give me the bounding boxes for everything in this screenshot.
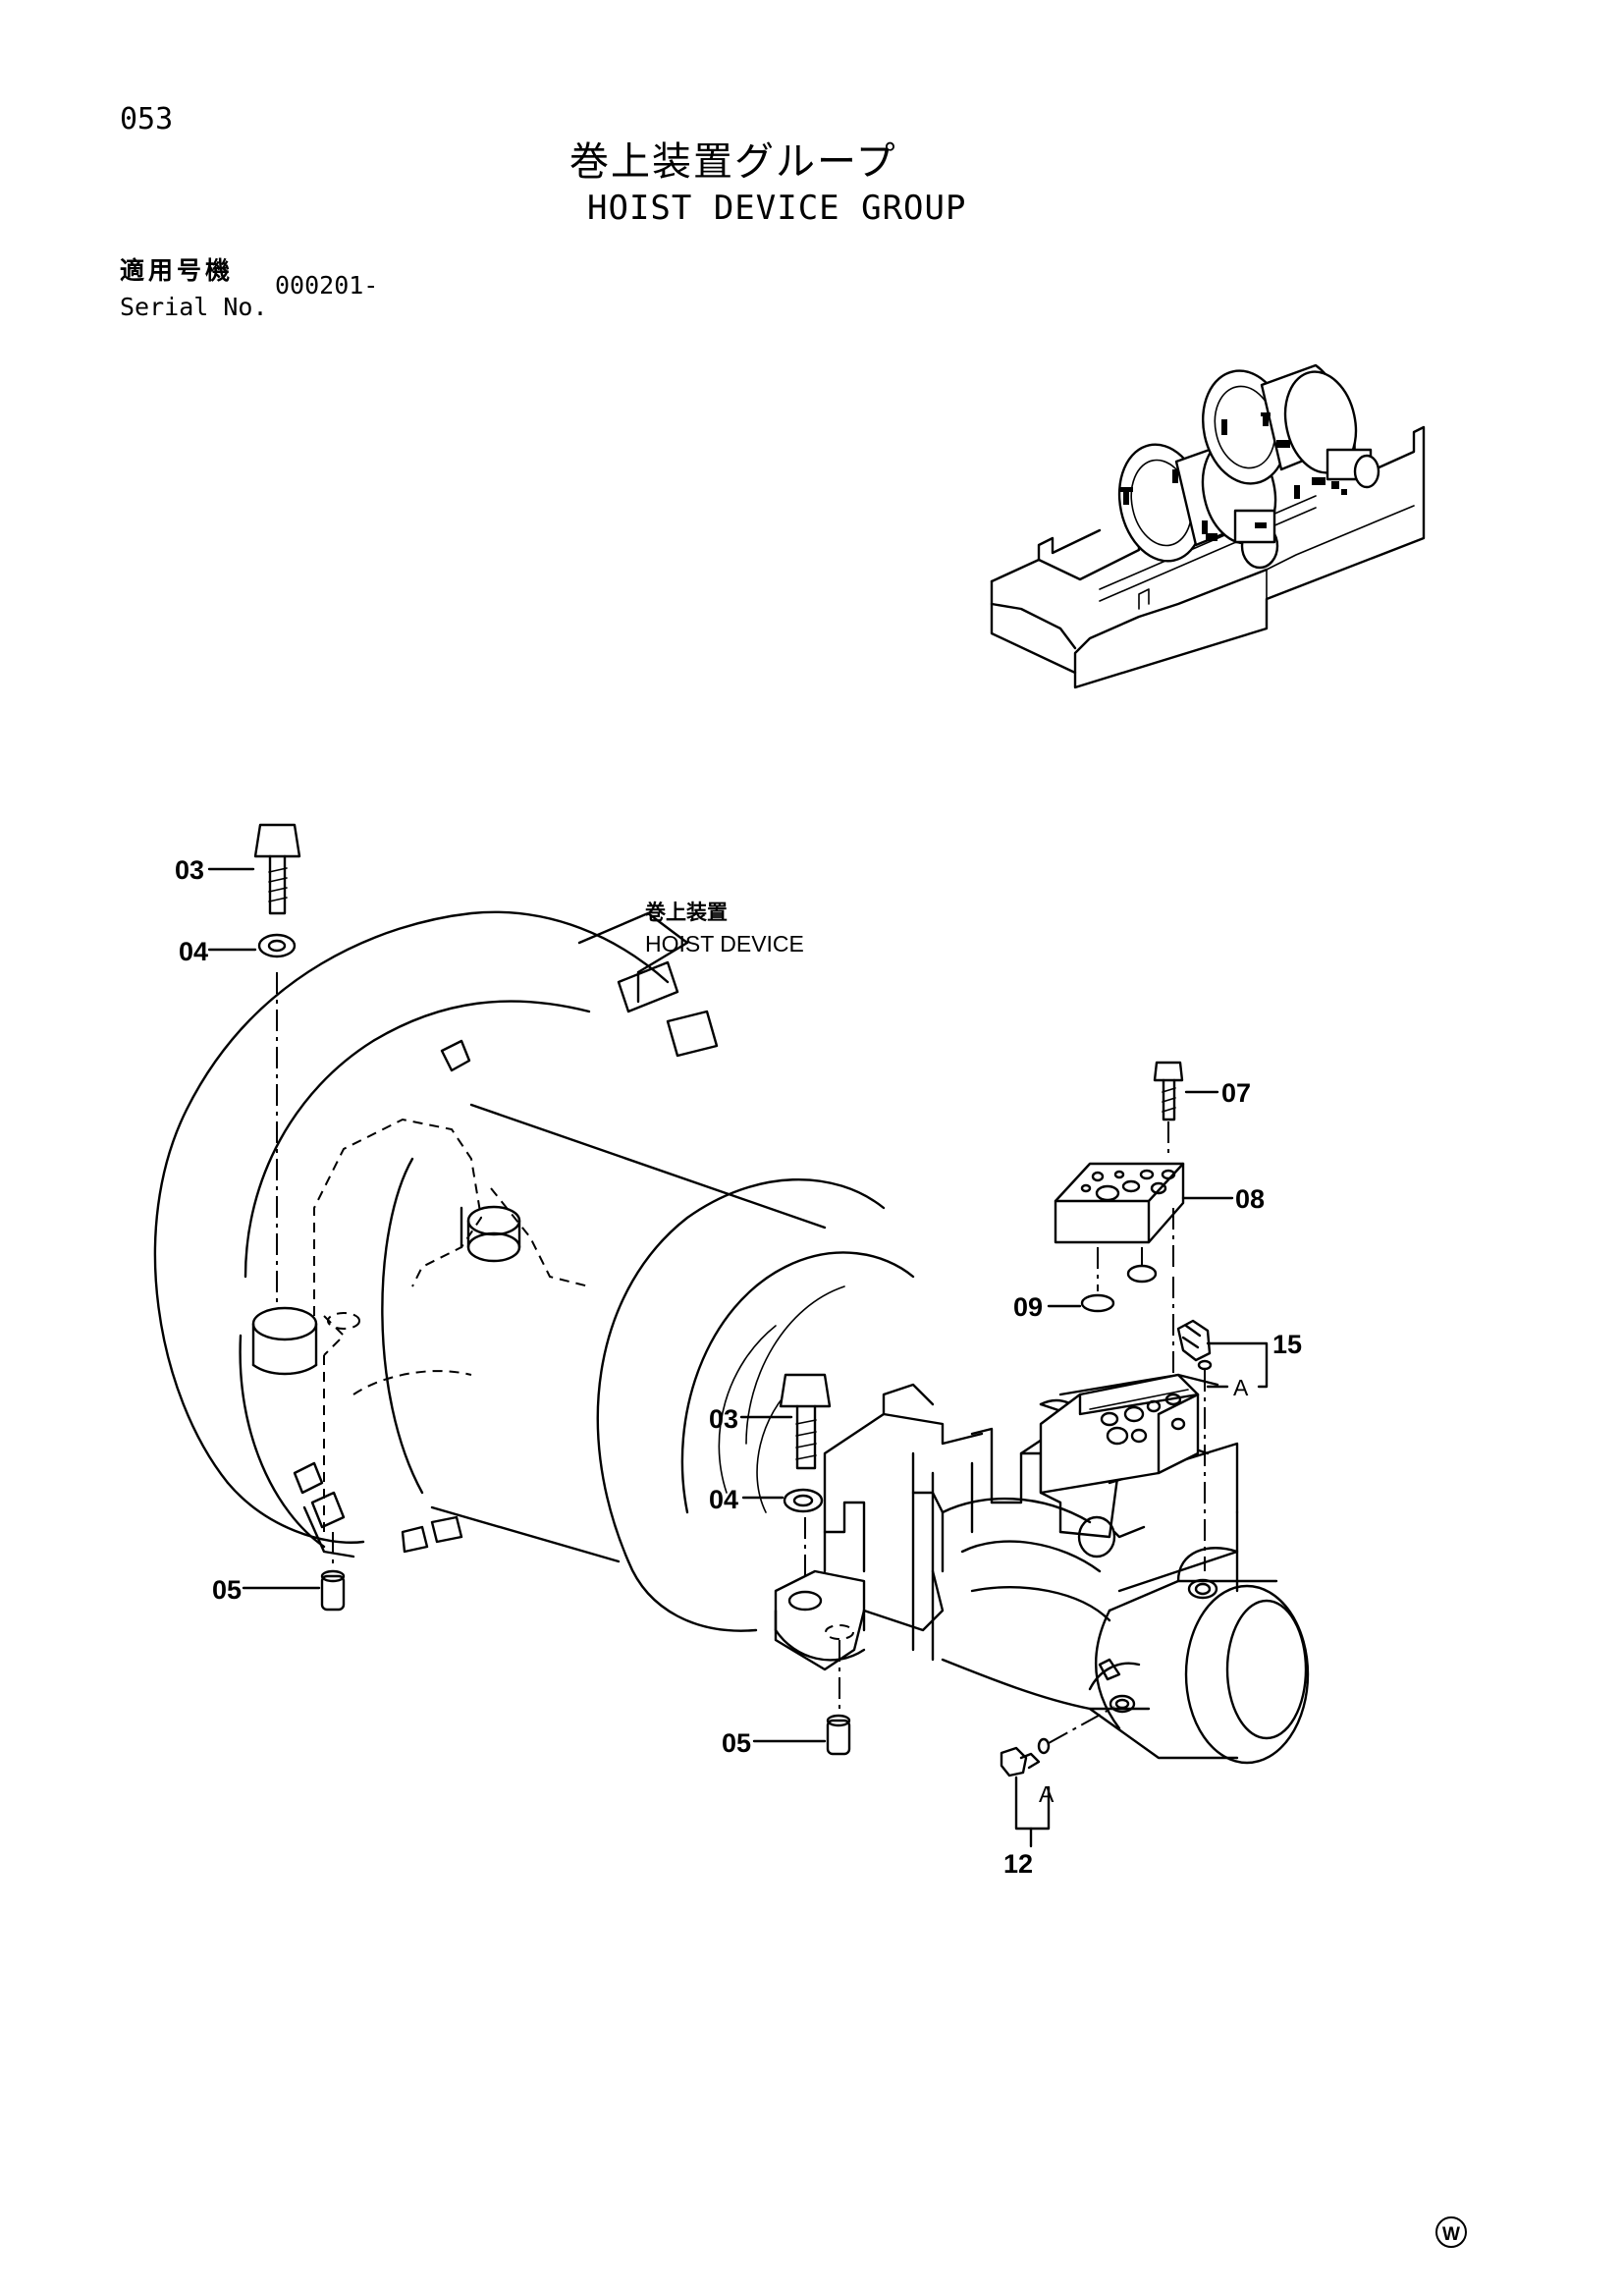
maker-mark-letter: W bbox=[1442, 2224, 1460, 2245]
washer-04-mid bbox=[783, 1488, 824, 1513]
leader-lines bbox=[207, 867, 1269, 1848]
hoist-drum bbox=[153, 910, 915, 1632]
callout-03-top: 03 bbox=[175, 855, 204, 885]
elbow-fitting-15 bbox=[1176, 1319, 1213, 1371]
assembly-label-japanese: 巻上装置 bbox=[644, 901, 728, 924]
oring-09 bbox=[1080, 1264, 1158, 1313]
serial-number-value: 000201- bbox=[275, 271, 379, 300]
page-title-english: HOIST DEVICE GROUP bbox=[587, 189, 967, 228]
bolt-03-top bbox=[253, 823, 301, 915]
valve-block-08 bbox=[1054, 1162, 1185, 1244]
bolt-03-mid bbox=[779, 1373, 832, 1470]
page-title-japanese: 巻上装置グループ bbox=[569, 139, 897, 185]
callout-09: 09 bbox=[1013, 1292, 1043, 1322]
hoist-motor bbox=[774, 1373, 1310, 1765]
connector-fitting-12 bbox=[1000, 1737, 1051, 1777]
ref-mark-a-lower: A bbox=[1039, 1781, 1055, 1807]
callout-08: 08 bbox=[1235, 1184, 1265, 1214]
callout-05-left: 05 bbox=[212, 1575, 242, 1605]
serial-label-english: Serial No. bbox=[120, 293, 268, 321]
pin-05-mid bbox=[826, 1714, 851, 1756]
callout-15: 15 bbox=[1272, 1330, 1302, 1359]
page-number: 053 bbox=[120, 102, 174, 137]
callout-03-mid: 03 bbox=[709, 1404, 738, 1434]
callout-04-mid: 04 bbox=[709, 1485, 738, 1514]
callout-05-mid: 05 bbox=[722, 1728, 751, 1758]
washer-04-top bbox=[257, 933, 297, 958]
maker-mark: W bbox=[1435, 2216, 1467, 2248]
assembly-label-english: HOIST DEVICE bbox=[645, 931, 804, 957]
ref-mark-a-upper: A bbox=[1233, 1375, 1249, 1400]
callout-07: 07 bbox=[1221, 1078, 1251, 1108]
assembly-centerlines bbox=[276, 972, 1206, 1744]
pin-05-left bbox=[320, 1569, 346, 1612]
location-thumbnail bbox=[990, 363, 1426, 689]
screw-07 bbox=[1153, 1061, 1184, 1121]
serial-label-japanese: 適用号機 bbox=[120, 256, 235, 285]
callout-04-top: 04 bbox=[179, 937, 208, 966]
callout-12: 12 bbox=[1003, 1849, 1033, 1879]
